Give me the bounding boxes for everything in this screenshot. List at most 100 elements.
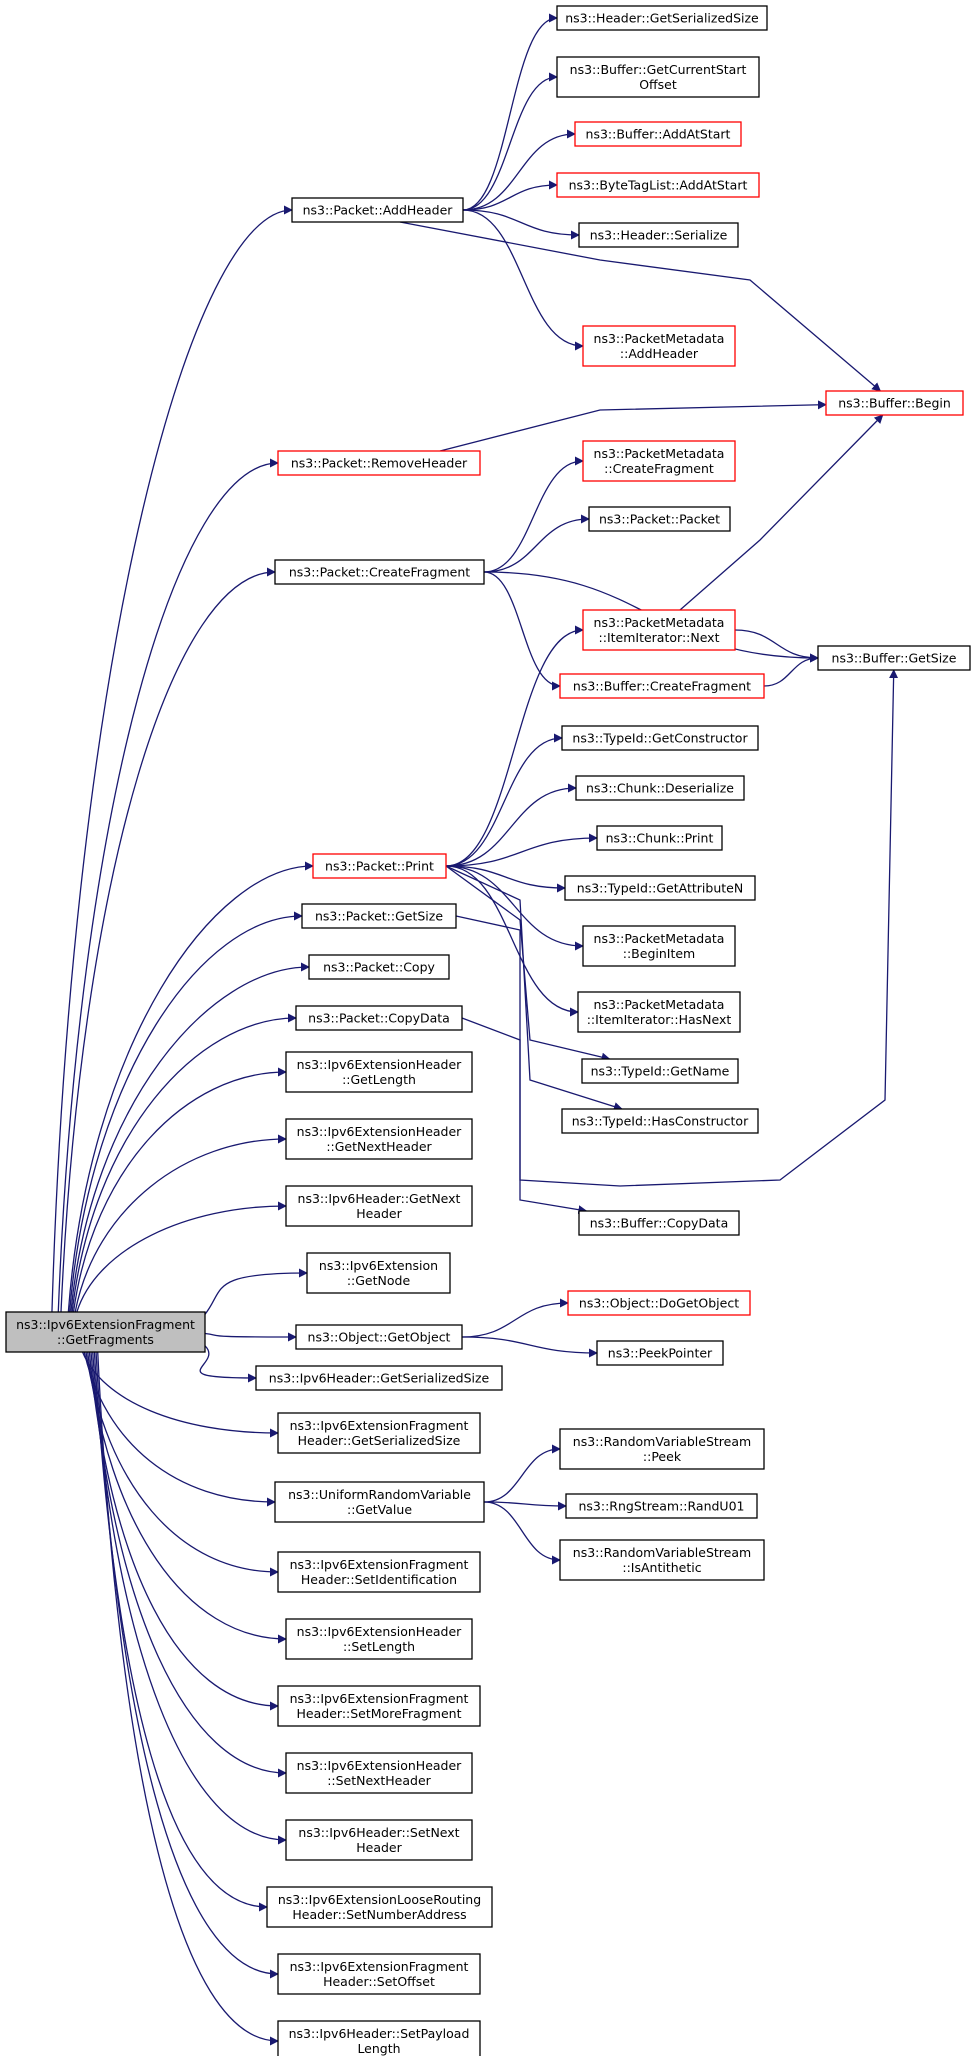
node-box bbox=[312, 853, 447, 879]
node-bufGetSize[interactable]: ns3::Buffer::GetSize bbox=[817, 645, 971, 671]
node-objGetObject[interactable]: ns3::Object::GetObject bbox=[295, 1324, 463, 1350]
node-removeHeader[interactable]: ns3::Packet::RemoveHeader bbox=[277, 450, 481, 476]
node-root[interactable]: ns3::Ipv6ExtensionFragment::GetFragments bbox=[5, 1311, 206, 1353]
node-packetGetSize[interactable]: ns3::Packet::GetSize bbox=[301, 903, 457, 929]
node-label-line: ns3::PacketMetadata bbox=[594, 331, 725, 346]
edge-root-to-fragSetMoreFragment bbox=[88, 1351, 279, 1711]
node-typeGetName[interactable]: ns3::TypeId::GetName bbox=[581, 1058, 739, 1084]
node-box bbox=[277, 1412, 481, 1454]
edge-packetCreateFragment-to-bufCreateFragment bbox=[483, 571, 561, 691]
node-extGetNextHeader[interactable]: ns3::Ipv6ExtensionHeader::GetNextHeader bbox=[285, 1118, 473, 1160]
node-chunkDeserialize[interactable]: ns3::Chunk::Deserialize bbox=[575, 775, 745, 801]
node-bufCopyData[interactable]: ns3::Buffer::CopyData bbox=[578, 1210, 740, 1236]
edge-packetPrint-to-pmIterHasNext bbox=[445, 865, 579, 1017]
node-pmIterNext[interactable]: ns3::PacketMetadata::ItemIterator::Next bbox=[582, 609, 736, 651]
node-box bbox=[596, 1340, 724, 1366]
edge-urvGetValue-to-rvsIsAntithetic bbox=[483, 1501, 561, 1565]
node-packetPacket[interactable]: ns3::Packet::Packet bbox=[588, 506, 731, 532]
node-packetPrint[interactable]: ns3::Packet::Print bbox=[312, 853, 447, 879]
node-label-line: ns3::Ipv6Extension bbox=[319, 1258, 438, 1273]
node-packetCreateFragment[interactable]: ns3::Packet::CreateFragment bbox=[274, 559, 485, 585]
node-extSetNextHeader[interactable]: ns3::Ipv6ExtensionHeader::SetNextHeader bbox=[285, 1752, 473, 1794]
node-bufAddAtStart[interactable]: ns3::Buffer::AddAtStart bbox=[574, 121, 742, 147]
node-rvsIsAntithetic[interactable]: ns3::RandomVariableStream::IsAntithetic bbox=[559, 1539, 765, 1581]
node-rvsPeek[interactable]: ns3::RandomVariableStream::Peek bbox=[559, 1428, 765, 1470]
edge-root-to-urvGetValue bbox=[83, 1351, 276, 1507]
node-objDoGetObject[interactable]: ns3::Object::DoGetObject bbox=[567, 1290, 751, 1316]
node-packetCopyData[interactable]: ns3::Packet::CopyData bbox=[295, 1005, 463, 1031]
node-label-line: ns3::Ipv6ExtensionHeader bbox=[297, 1624, 463, 1639]
node-ipv6SetNextHeader[interactable]: ns3::Ipv6Header::SetNextHeader bbox=[285, 1819, 473, 1861]
node-pmIterHasNext[interactable]: ns3::PacketMetadata::ItemIterator::HasNe… bbox=[577, 991, 741, 1033]
node-label-line: ::IsAntithetic bbox=[622, 1560, 701, 1575]
node-label-line: ::SetLength bbox=[343, 1639, 415, 1654]
node-typeGetAttributeN[interactable]: ns3::TypeId::GetAttributeN bbox=[564, 875, 756, 901]
node-label-line: ns3::PacketMetadata bbox=[594, 446, 725, 461]
node-label-line: ns3::Buffer::GetSize bbox=[832, 651, 957, 666]
node-fragSetOffset[interactable]: ns3::Ipv6ExtensionFragmentHeader::SetOff… bbox=[277, 1953, 481, 1995]
node-rngRandU01[interactable]: ns3::RngStream::RandU01 bbox=[565, 1493, 758, 1519]
node-fragGetSerializedSize[interactable]: ns3::Ipv6ExtensionFragmentHeader::GetSer… bbox=[277, 1412, 481, 1454]
node-label-line: ns3::UniformRandomVariable bbox=[288, 1487, 471, 1502]
node-extSetLength[interactable]: ns3::Ipv6ExtensionHeader::SetLength bbox=[285, 1618, 473, 1660]
node-box bbox=[574, 121, 742, 147]
node-box bbox=[575, 775, 745, 801]
node-pmBeginItem[interactable]: ns3::PacketMetadata::BeginItem bbox=[582, 925, 736, 967]
node-extGetLength[interactable]: ns3::Ipv6ExtensionHeader::GetLength bbox=[285, 1051, 473, 1093]
node-pmAddHeader[interactable]: ns3::PacketMetadata::AddHeader bbox=[582, 325, 736, 367]
node-box bbox=[295, 1324, 463, 1350]
edge-packetCopyData-to-bufCopyData bbox=[461, 1017, 588, 1215]
node-label-line: ns3::Ipv6ExtensionFragment bbox=[290, 1418, 469, 1433]
node-box bbox=[277, 1685, 481, 1727]
edge-root-to-removeHeader bbox=[57, 458, 279, 1313]
node-extGetNode[interactable]: ns3::Ipv6Extension::GetNode bbox=[306, 1252, 451, 1294]
node-typeGetConstructor[interactable]: ns3::TypeId::GetConstructor bbox=[561, 725, 759, 751]
node-label-line: ns3::Ipv6ExtensionHeader bbox=[297, 1124, 463, 1139]
node-getSerializedSize[interactable]: ns3::Header::GetSerializedSize bbox=[556, 5, 768, 31]
node-packetCopy[interactable]: ns3::Packet::Copy bbox=[308, 954, 450, 980]
node-btlAddAtStart[interactable]: ns3::ByteTagList::AddAtStart bbox=[556, 172, 760, 198]
node-bufCreateFragment[interactable]: ns3::Buffer::CreateFragment bbox=[559, 673, 765, 699]
node-ipv6GetSerializedSize[interactable]: ns3::Ipv6Header::GetSerializedSize bbox=[255, 1365, 503, 1391]
node-ipv6GetNextHeader[interactable]: ns3::Ipv6Header::GetNextHeader bbox=[285, 1185, 473, 1227]
node-bufBegin[interactable]: ns3::Buffer::Begin bbox=[825, 390, 964, 416]
edge-packetPrint-to-typeGetAttributeN bbox=[445, 865, 566, 893]
node-label-line: ns3::Ipv6ExtensionFragment bbox=[16, 1317, 195, 1332]
node-chunkPrint[interactable]: ns3::Chunk::Print bbox=[596, 825, 723, 851]
node-box bbox=[582, 440, 736, 482]
edge-root-to-ipv6GetSerializedSize bbox=[199, 1345, 257, 1383]
node-fragSetIdentification[interactable]: ns3::Ipv6ExtensionFragmentHeader::SetIde… bbox=[277, 1551, 481, 1593]
node-peekPointer[interactable]: ns3::PeekPointer bbox=[596, 1340, 724, 1366]
edge-addHeader-to-getSerializedSize bbox=[462, 13, 558, 211]
node-box bbox=[577, 991, 741, 1033]
node-label-line: Offset bbox=[639, 77, 677, 92]
node-box bbox=[277, 1953, 481, 1995]
edge-root-to-extGetNode bbox=[204, 1268, 308, 1315]
edge-addHeader-to-bufBegin bbox=[399, 221, 882, 392]
node-looseSetNumberAddress[interactable]: ns3::Ipv6ExtensionLooseRoutingHeader::Se… bbox=[266, 1886, 493, 1928]
node-pmCreateFragment[interactable]: ns3::PacketMetadata::CreateFragment bbox=[582, 440, 736, 482]
edge-bufCreateFragment-to-bufGetSize bbox=[763, 653, 819, 687]
edge-root-to-ipv6SetNextHeader bbox=[92, 1351, 287, 1845]
edge-root-to-packetGetSize bbox=[68, 911, 303, 1313]
node-label-line: ns3::Ipv6Header::GetNext bbox=[298, 1191, 461, 1206]
node-fragSetMoreFragment[interactable]: ns3::Ipv6ExtensionFragmentHeader::SetMor… bbox=[277, 1685, 481, 1727]
node-box bbox=[274, 559, 485, 585]
node-urvGetValue[interactable]: ns3::UniformRandomVariable::GetValue bbox=[274, 1481, 485, 1523]
node-label-line: Header::SetMoreFragment bbox=[297, 1706, 462, 1721]
node-box bbox=[564, 875, 756, 901]
node-label-line: ns3::TypeId::GetName bbox=[591, 1064, 730, 1079]
node-box bbox=[291, 197, 464, 223]
node-label-line: ns3::Packet::Print bbox=[325, 859, 434, 874]
node-headerSerialize[interactable]: ns3::Header::Serialize bbox=[578, 222, 739, 248]
node-addHeader[interactable]: ns3::Packet::AddHeader bbox=[291, 197, 464, 223]
node-label-line: ns3::Chunk::Print bbox=[606, 831, 714, 846]
node-label-line: ns3::Ipv6ExtensionFragment bbox=[290, 1959, 469, 1974]
node-label-line: ns3::PacketMetadata bbox=[594, 931, 725, 946]
node-label-line: ns3::TypeId::GetAttributeN bbox=[577, 881, 743, 896]
node-label-line: ns3::TypeId::GetConstructor bbox=[572, 731, 748, 746]
node-typeHasConstructor[interactable]: ns3::TypeId::HasConstructor bbox=[561, 1108, 759, 1134]
